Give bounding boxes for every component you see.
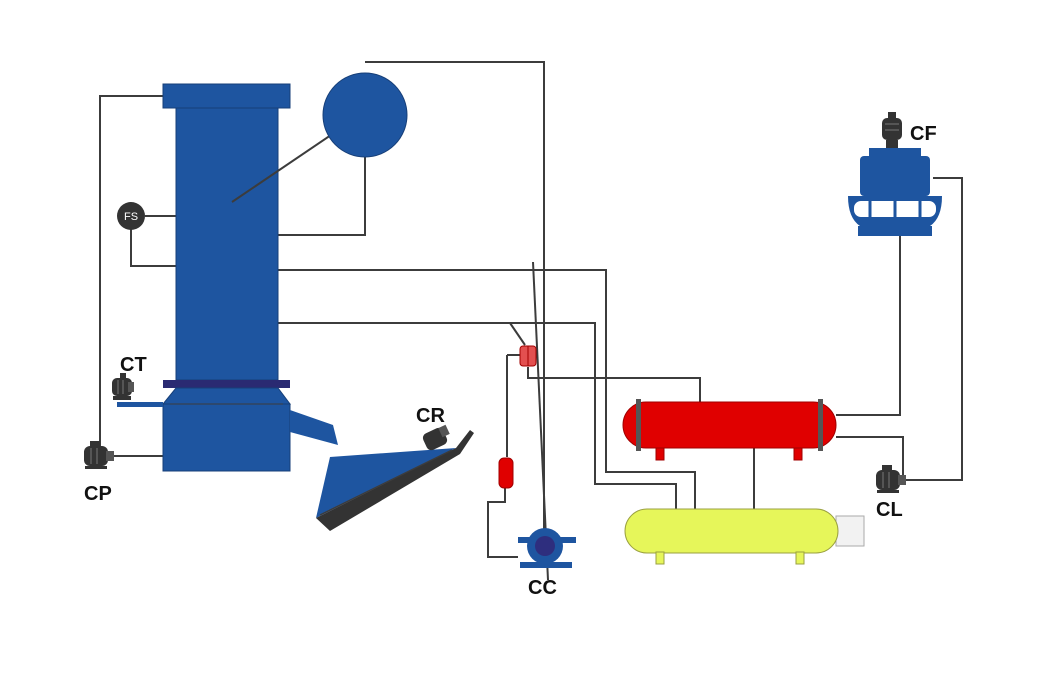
cyclone: [322, 72, 408, 158]
pipe-cf-cl: [906, 177, 963, 481]
cr-screen: [316, 424, 474, 531]
ct-motor: [112, 373, 163, 407]
pipe-valve-cc: [487, 488, 518, 558]
column-flange: [163, 380, 290, 388]
pipe-red-cf: [836, 236, 901, 416]
cl-motor: [876, 465, 906, 493]
ct-label: CT: [120, 354, 147, 376]
pipe-red-cl: [836, 436, 904, 478]
cr-label: CR: [416, 405, 445, 427]
flow-switch-icon: FS: [117, 202, 145, 230]
cp-motor: [84, 441, 114, 469]
pipe-cross: [532, 261, 549, 581]
pipe-fs-lower: [130, 228, 176, 267]
cp-label: CP: [84, 483, 112, 505]
electric-motor-icon: [876, 465, 906, 493]
pipe-network: [99, 61, 963, 581]
pipe-column-yellow-1: [278, 269, 696, 510]
fs-label: FS: [124, 211, 138, 223]
upper-filter: [519, 345, 537, 367]
pipe-cyclone-column: [278, 155, 366, 236]
red-tank: [622, 399, 837, 461]
pipe-cp-top: [99, 95, 163, 455]
electric-motor-icon: [84, 441, 114, 469]
column-hopper: [161, 387, 291, 405]
lower-filter: [498, 457, 514, 489]
cc-label: CC: [528, 577, 557, 599]
cl-label: CL: [876, 499, 903, 521]
electric-motor-icon: [422, 424, 450, 451]
cc-pump: [518, 528, 576, 568]
electric-motor-icon: [112, 373, 134, 400]
dryer-column: [161, 83, 366, 472]
pipe-top-cc: [365, 61, 545, 540]
column-chute: [290, 410, 338, 445]
yellow-tank: [624, 508, 865, 565]
pipe-valve-diag: [509, 322, 526, 346]
pipe-column-yellow-2: [278, 322, 677, 510]
centrifugal-pump-icon: [518, 528, 576, 568]
cf-cooling-tower: [848, 112, 942, 236]
pipe-valve-red: [527, 367, 701, 403]
column-base: [162, 403, 291, 472]
cf-label: CF: [910, 123, 937, 145]
electric-motor-icon: [882, 112, 902, 148]
